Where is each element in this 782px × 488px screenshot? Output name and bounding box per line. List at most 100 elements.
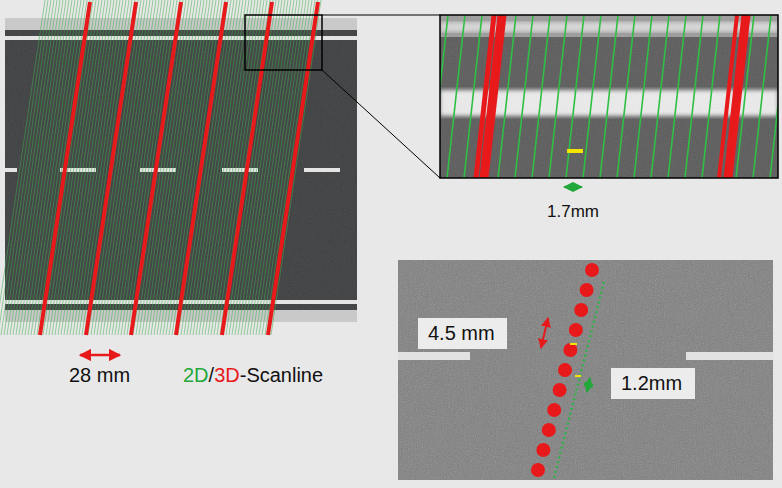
3d-point [547,403,561,417]
2d-scanline [106,0,156,335]
2d-scanline [91,0,141,335]
legend-text: 2D [183,364,209,387]
dimension-arrow [564,186,582,188]
2d-scanline [262,0,312,335]
3d-scanline [222,2,272,335]
2d-scanline [61,0,111,335]
2d-scanline [109,0,159,335]
3d-scanline [268,2,318,335]
2d-scanline [49,0,99,335]
dimension-arrow [587,378,590,392]
2d-scanline [28,0,78,335]
3d-point [558,363,572,377]
2d-scanline [223,0,273,335]
2d-scanline [64,0,114,335]
dimension-arrow [541,318,548,348]
2d-scanline [617,15,635,178]
2d-scanline [702,15,720,178]
2d-scanline [25,0,75,335]
2d-scanline [73,0,123,335]
2d-scanlines [0,0,321,335]
2d-scanline [175,0,225,335]
2d-scanline [208,0,258,335]
zoom-box [245,15,322,70]
2d-scanline [94,0,144,335]
inset-3d-scanline [719,15,737,178]
3d-point [585,263,599,277]
dimension-text: 4.5 mm [428,322,497,345]
2d-scanline [16,0,66,335]
dimension-label-box: 1.2mm [611,368,695,399]
lane-marking [686,352,773,360]
2d-scanline [172,0,222,335]
2d-scanline [600,15,618,178]
2d-scanline [184,0,234,335]
pixel-marker [570,343,577,345]
2d-scanline [196,0,246,335]
2d-scanline [265,0,315,335]
2d-scanline [124,0,174,335]
detail-photo [398,260,773,480]
3d-scanline-points [531,263,599,477]
2d-scanline [10,0,60,335]
dimension-text: 1.2mm [621,372,685,395]
2d-scanline [447,15,465,178]
dimension-text: 28 mm [69,364,130,387]
inset-frame [440,15,778,178]
3d-point [580,283,594,297]
2d-scanline [685,15,703,178]
2d-scanline [19,0,69,335]
2d-scanline [130,0,180,335]
2d-scanline [214,0,264,335]
2d-scanline [169,0,219,335]
lane-marking [398,352,470,360]
3d-scanline [86,2,136,335]
inset-road [440,15,778,178]
2d-scanline [100,0,150,335]
2d-scanline [136,0,186,335]
2d-scanline [46,0,96,335]
dimension-label-box: 4.5 mm [418,318,507,349]
2d-scanline [583,15,601,178]
scanline-legend: 2D/3D-Scanline [183,364,323,387]
2d-scanline [154,0,204,335]
dimension-arrow [80,354,120,357]
2d-scanline [668,15,686,178]
3d-point [536,443,550,457]
2d-scanline [253,0,303,335]
zoom-leader [322,70,440,178]
2d-scanline [190,0,240,335]
legend-text: -Scanline [240,364,323,387]
3d-scanline [40,2,90,335]
photo-grain [398,260,773,480]
legend-text: / [209,364,215,387]
3d-point [542,423,556,437]
3d-point [553,383,567,397]
2d-scanline [566,15,584,178]
2d-scanline [118,0,168,335]
2d-scanline [13,0,63,335]
2d-scanline [127,0,177,335]
photo-road [398,260,773,480]
2d-scanline [651,15,669,178]
2d-scanline [440,15,448,178]
2d-scanline [145,0,195,335]
3d-point [563,343,577,357]
3d-scanline [176,2,226,335]
dimension-text: 1.7mm [547,202,599,222]
zoom-inset [440,15,778,178]
zoom-leader [322,15,440,16]
3d-scanline [131,2,181,335]
2d-scanline [268,0,318,335]
2d-scanline [199,0,249,335]
inset-2d-scanlines [440,15,778,178]
2d-scanline [770,15,778,178]
2d-scanline [55,0,105,335]
2d-scanline [247,0,297,335]
2d-scanline [634,15,652,178]
3d-point [531,463,545,477]
2d-scanline [37,0,87,335]
inset-3d-scanline [476,15,494,178]
